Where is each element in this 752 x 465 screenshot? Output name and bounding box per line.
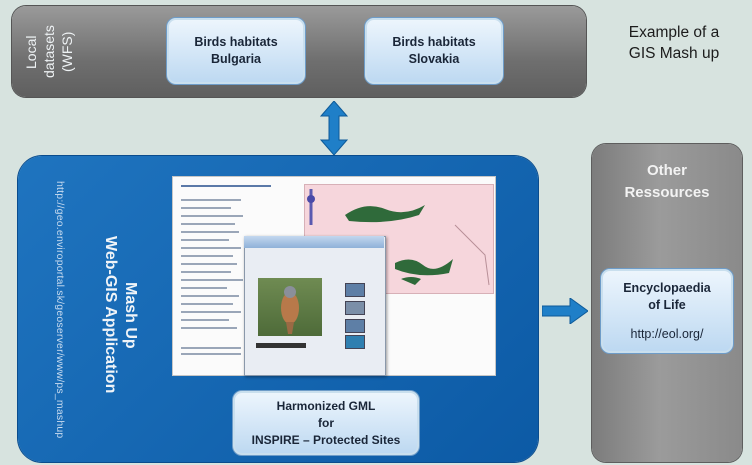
other-resources-title: Other Ressources <box>600 160 734 204</box>
arrow-right-icon <box>542 298 588 324</box>
gml-line-1: Harmonized GML <box>276 398 376 413</box>
status-strip <box>256 343 306 348</box>
birds-habitats-bulgaria-box: Birds habitats Bulgaria <box>166 17 306 85</box>
birds-habitats-slovakia-box: Birds habitats Slovakia <box>364 17 504 85</box>
diagram-title: Example of a GIS Mash up <box>604 22 744 64</box>
slovakia-line-2: Slovakia <box>408 52 460 66</box>
local-datasets-label: Local datasets (WFS) <box>22 10 78 94</box>
thumbnail-2 <box>345 301 365 315</box>
encyclopaedia-of-life-box: Encyclopaedia of Life http://eol.org/ <box>600 268 734 354</box>
title-line-1: Example of a <box>628 24 720 41</box>
local-label-line-3: (WFS) <box>59 31 75 73</box>
harmonized-gml-box: Harmonized GML for INSPIRE – Protected S… <box>232 390 420 456</box>
slovakia-line-1: Birds habitats <box>392 35 476 49</box>
local-label-line-1: Local <box>23 35 39 69</box>
eol-url: http://eol.org/ <box>630 326 704 341</box>
other-title-line-1: Other <box>646 162 687 179</box>
window-titlebar <box>244 236 384 248</box>
mashup-url-label: http://geo.enviroportal.sk/geoserver/www… <box>54 181 66 439</box>
eol-line-1: Encyclopaedia <box>623 280 711 295</box>
bird-photo <box>258 278 322 336</box>
double-arrow-vertical-icon <box>320 101 348 155</box>
bulgaria-line-2: Bulgaria <box>210 52 261 66</box>
thumbnail-3 <box>345 319 365 333</box>
mashup-title-line-1: Mash Up <box>122 281 139 349</box>
thumbnail-1 <box>345 283 365 297</box>
mashup-title-line-2: Web-GIS Application <box>102 236 119 394</box>
title-line-2: GIS Mash up <box>628 45 720 62</box>
gml-line-2: for <box>318 415 334 430</box>
other-title-line-2: Ressources <box>624 184 710 201</box>
eol-line-2: of Life <box>648 297 686 312</box>
mashup-title: Mash Up Web-GIS Application <box>76 220 140 410</box>
kestrel-bird-icon <box>281 286 299 334</box>
bulgaria-line-1: Birds habitats <box>194 35 278 49</box>
gml-line-3: INSPIRE – Protected Sites <box>251 432 401 447</box>
local-label-line-2: datasets <box>41 25 57 79</box>
thumbnail-4 <box>345 335 365 349</box>
map-features-icon <box>307 189 490 286</box>
